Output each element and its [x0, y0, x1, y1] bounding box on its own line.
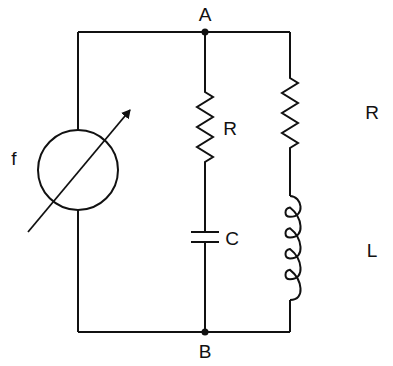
frequency-label: f	[11, 149, 16, 168]
component-label: R	[365, 103, 379, 122]
junction-dot	[202, 29, 209, 36]
source-wire	[77, 32, 79, 130]
inductor-symbol	[286, 196, 301, 300]
node-label: A	[199, 5, 212, 24]
bottom-wire	[78, 331, 290, 333]
component-label: R	[223, 119, 237, 138]
resistor-symbol	[197, 32, 213, 232]
top-wire	[78, 31, 290, 33]
source-wire	[77, 210, 79, 332]
capacitor-symbol	[191, 232, 219, 242]
component-label: L	[367, 241, 378, 260]
variable-frequency-source	[38, 130, 118, 210]
junction-dot	[202, 329, 209, 336]
branch-wire	[204, 242, 206, 332]
component-label: C	[225, 229, 239, 248]
node-label: B	[199, 342, 212, 361]
branch-wire	[289, 300, 291, 332]
variable-arrow	[28, 110, 130, 232]
resistor-symbol	[282, 32, 298, 196]
